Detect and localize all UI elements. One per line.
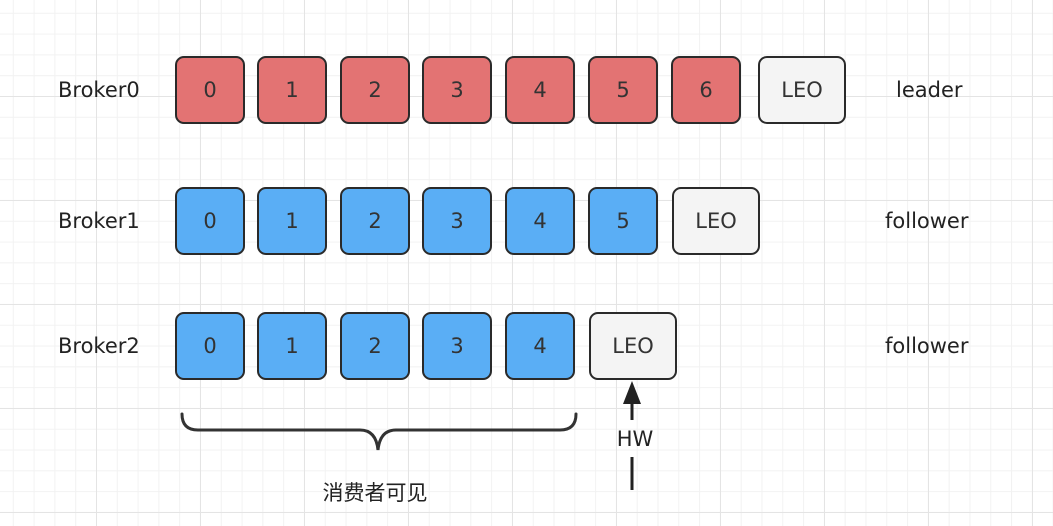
log-cell-broker0-0: 0 [175,56,245,124]
role-label-0: leader [896,78,963,102]
role-label-1: follower [885,209,969,233]
log-cell-broker0-2: 2 [340,56,410,124]
visible-range-brace [180,412,578,451]
hw-arrow-head [623,381,641,404]
log-cell-broker2-2: 2 [340,312,410,380]
leo-box-broker2: LEO [589,312,677,380]
hw-label: HW [617,427,654,451]
log-cell-broker1-5: 5 [588,187,658,255]
log-cell-broker1-2: 2 [340,187,410,255]
broker-label-0: Broker0 [58,78,140,102]
log-cell-broker0-4: 4 [505,56,575,124]
visible-caption: 消费者可见 [323,481,428,505]
log-cell-broker0-1: 1 [257,56,327,124]
log-cell-broker1-1: 1 [257,187,327,255]
log-cell-broker1-3: 3 [422,187,492,255]
broker-label-2: Broker2 [58,334,140,358]
leo-box-broker0: LEO [758,56,846,124]
log-cell-broker1-4: 4 [505,187,575,255]
log-cell-broker2-3: 3 [422,312,492,380]
log-cell-broker0-6: 6 [671,56,741,124]
log-cell-broker0-5: 5 [588,56,658,124]
leo-box-broker1: LEO [672,187,760,255]
broker-label-1: Broker1 [58,209,140,233]
log-cell-broker2-4: 4 [505,312,575,380]
log-cell-broker2-1: 1 [257,312,327,380]
log-cell-broker1-0: 0 [175,187,245,255]
role-label-2: follower [885,334,969,358]
log-cell-broker2-0: 0 [175,312,245,380]
log-cell-broker0-3: 3 [422,56,492,124]
